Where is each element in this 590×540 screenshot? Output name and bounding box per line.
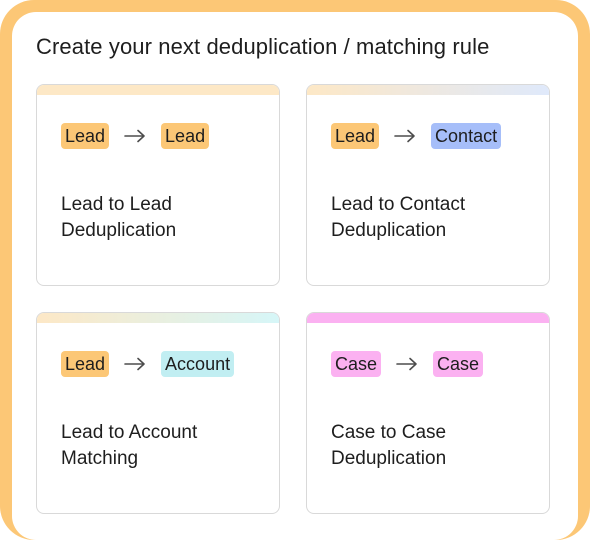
source-object-tag: Case (331, 351, 382, 377)
source-object-tag: Lead (61, 123, 110, 149)
card-accent-bar (37, 313, 279, 323)
source-object-tag: Lead (61, 351, 110, 377)
object-mapping: Case Case (331, 350, 484, 378)
object-mapping: Lead Account (61, 350, 235, 378)
arrow-right-icon (109, 129, 161, 143)
target-object-tag: Lead (161, 123, 210, 149)
rule-card-lead-to-lead[interactable]: Lead Lead Lead to Lead Deduplication (36, 84, 280, 286)
object-mapping: Lead Lead (61, 122, 210, 150)
rule-card-label: Lead to Lead Deduplication (61, 194, 177, 241)
source-object-tag: Lead (331, 123, 380, 149)
rule-card-label: Lead to Contact Deduplication (331, 194, 466, 241)
target-object-tag: Account (161, 351, 235, 377)
rule-card-lead-to-account[interactable]: Lead Account Lead to Account Matching (36, 312, 280, 514)
rule-card-label: Case to Case Deduplication (331, 422, 447, 469)
rule-card-case-to-case[interactable]: Case Case Case to Case Deduplication (306, 312, 550, 514)
rule-card-lead-to-contact[interactable]: Lead Contact Lead to Contact Deduplicati… (306, 84, 550, 286)
rule-picker-panel: Create your next deduplication / matchin… (12, 12, 578, 540)
card-accent-bar (37, 85, 279, 95)
target-object-tag: Contact (431, 123, 502, 149)
rule-card-label: Lead to Account Matching (61, 422, 198, 469)
arrow-right-icon (379, 129, 431, 143)
target-object-tag: Case (433, 351, 484, 377)
card-accent-bar (307, 313, 549, 323)
object-mapping: Lead Contact (331, 122, 502, 150)
card-accent-bar (307, 85, 549, 95)
arrow-right-icon (381, 357, 433, 371)
page-title: Create your next deduplication / matchin… (36, 34, 490, 59)
arrow-right-icon (109, 357, 161, 371)
